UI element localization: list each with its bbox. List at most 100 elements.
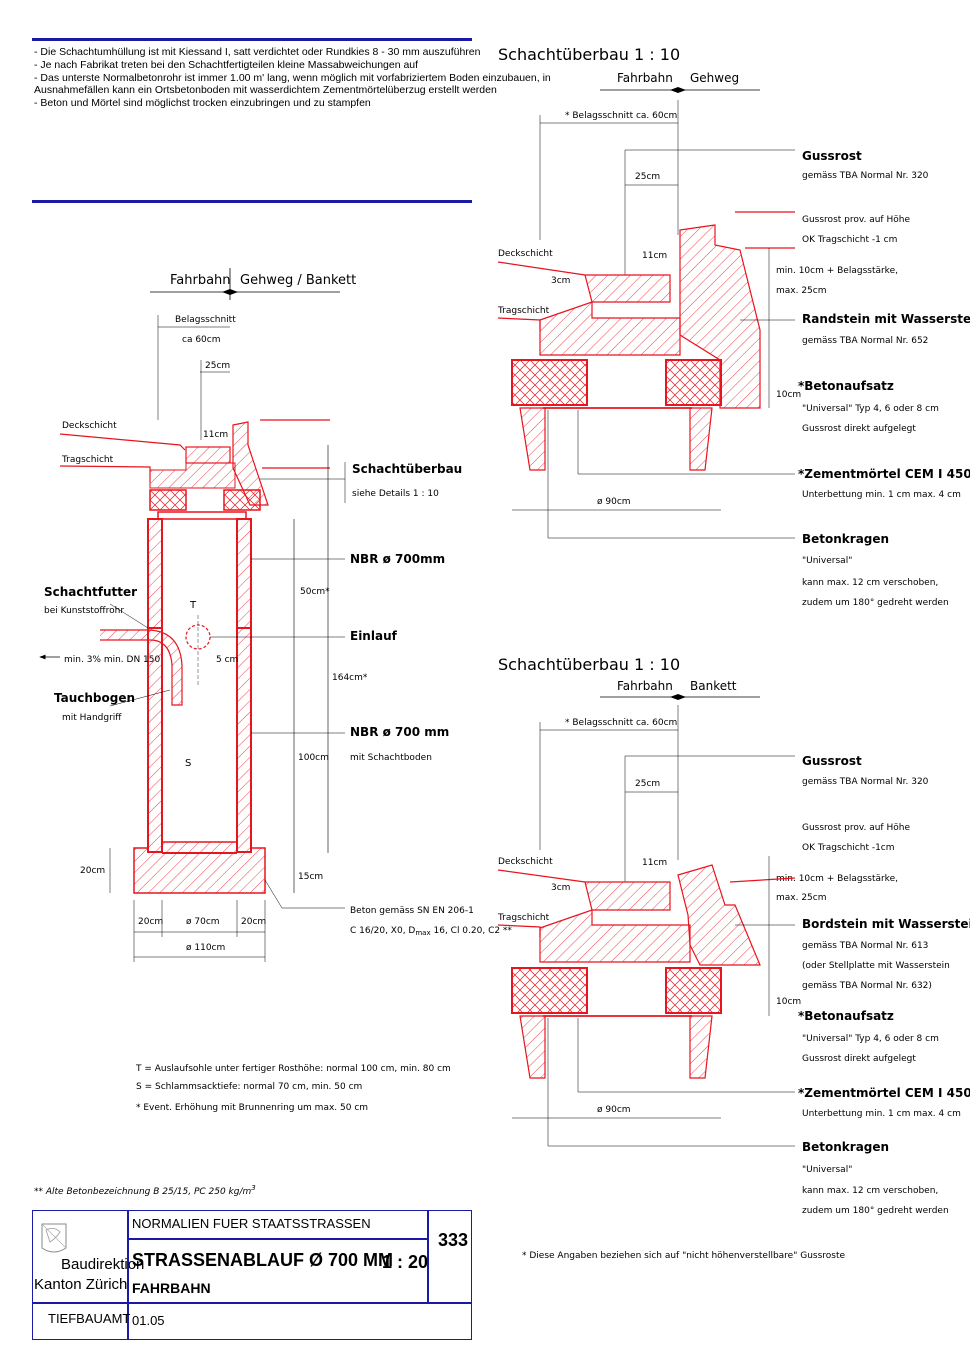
detail1-dim-3cm: 3cm <box>551 276 570 286</box>
detail1-betonkragen-sub2: kann max. 12 cm verschoben, <box>802 578 938 588</box>
detail2-bankett: Bankett <box>690 679 737 693</box>
top-rule-left <box>32 38 472 41</box>
detail1-betonkragen: Betonkragen <box>802 532 889 546</box>
tb-title: STRASSENABLAUF Ø 700 MM <box>132 1250 394 1270</box>
legend-t: T = Auslaufsohle unter fertiger Rosthöhe… <box>135 1064 451 1074</box>
tb-hline-2 <box>32 1302 472 1304</box>
detail2-belag: * Belagsschnitt ca. 60cm <box>565 718 677 728</box>
tb-series: NORMALIEN FUER STAATSSTRASSEN <box>132 1216 371 1231</box>
main-nbr-top: NBR ø 700mm <box>350 552 445 566</box>
detail1-tragschicht: Tragschicht <box>497 306 550 316</box>
detail1-gussrost-sub: gemäss TBA Normal Nr. 320 <box>802 171 929 181</box>
detail2-min10-2: max. 25cm <box>776 893 827 903</box>
detail2-dim-11cm: 11cm <box>642 858 667 868</box>
main-dim-100cm: 100cm <box>298 753 329 763</box>
main-deckschicht: Deckschicht <box>62 421 117 431</box>
detail1-belag: * Belagsschnitt ca. 60cm <box>565 111 677 121</box>
main-dim-20cm-a: 20cm <box>138 917 163 927</box>
detail2-bordstein-sub2: (oder Stellplatte mit Wasserstein <box>802 961 950 971</box>
tb-date: 01.05 <box>132 1313 165 1328</box>
tb-subtitle: FAHRBAHN <box>132 1280 211 1296</box>
main-dim-20cm-b: 20cm <box>241 917 266 927</box>
detail2-betonaufsatz-sub1: "Universal" Typ 4, 6 oder 8 cm <box>802 1034 939 1044</box>
detail1-dim-90cm: ø 90cm <box>597 497 631 507</box>
main-s-label: S <box>185 758 191 769</box>
main-tauchbogen: Tauchbogen <box>54 691 135 705</box>
main-schachtueberbau: Schachtüberbau <box>352 462 462 476</box>
tb-dept-1: Baudirektion <box>61 1256 145 1273</box>
main-dim-5cm: 5 cm <box>216 655 238 665</box>
canton-seal-icon <box>41 1223 67 1253</box>
detail1-randstein-sub: gemäss TBA Normal Nr. 652 <box>802 336 928 346</box>
detail2-betonkragen-sub2: kann max. 12 cm verschoben, <box>802 1186 938 1196</box>
tb-scale: 1 : 20 <box>382 1252 429 1272</box>
detail1-betonaufsatz-sub1: "Universal" Typ 4, 6 oder 8 cm <box>802 404 939 414</box>
detail1-zement: *Zementmörtel CEM I 450 <box>798 467 970 481</box>
detail2-min10-1: min. 10cm + Belagsstärke, <box>776 874 898 884</box>
old-concrete-note: ** Alte Betonbezeichnung B 25/15, PC 250… <box>34 1184 256 1197</box>
detail2-betonkragen-sub1: "Universal" <box>802 1165 852 1175</box>
detail2-gussrost: Gussrost <box>802 754 862 768</box>
footnote: * Diese Angaben beziehen sich auf "nicht… <box>522 1251 846 1261</box>
detail2-prov2: OK Tragschicht -1cm <box>802 843 895 853</box>
detail2-dim-3cm: 3cm <box>551 883 570 893</box>
main-dim-70cm: ø 70cm <box>186 917 220 927</box>
main-beton-line1: Beton gemäss SN EN 206-1 <box>350 906 474 916</box>
legend-s: S = Schlammsacktiefe: normal 70 cm, min.… <box>136 1082 362 1092</box>
detail1-dim-11cm: 11cm <box>642 251 667 261</box>
detail1-fahrbahn: Fahrbahn <box>617 71 673 85</box>
detail2-bordstein-sub1: gemäss TBA Normal Nr. 613 <box>802 941 928 951</box>
main-belagsschnitt: Belagsschnitt <box>175 315 236 325</box>
detail2-tragschicht: Tragschicht <box>497 913 550 923</box>
main-section: Fahrbahn Gehweg / Bankett Belagsschnitt … <box>34 268 512 1197</box>
detail1-gehweg: Gehweg <box>690 71 739 85</box>
note-4: Ausnahmefällen kann ein Ortsbetonboden m… <box>34 84 497 96</box>
detail2-bordstein: Bordstein mit Wasserstein <box>802 917 970 931</box>
detail-2: Schachtüberbau 1 : 10 Fahrbahn Bankett *… <box>497 655 970 1261</box>
legend-star: * Event. Erhöhung mit Brunnenring um max… <box>136 1103 368 1113</box>
detail2-dim-90cm: ø 90cm <box>597 1105 631 1115</box>
detail2-deckschicht: Deckschicht <box>498 857 553 867</box>
detail1-dim-10cm: 10cm <box>776 390 801 400</box>
detail1-dim-25cm: 25cm <box>635 172 660 182</box>
main-t-label: T <box>189 600 197 611</box>
detail2-gussrost-sub: gemäss TBA Normal Nr. 320 <box>802 777 929 787</box>
main-dim-20cm-left: 20cm <box>80 866 105 876</box>
main-schachtfutter-sub: bei Kunststoffrohr <box>44 606 124 616</box>
detail2-zement-sub: Unterbettung min. 1 cm max. 4 cm <box>802 1109 961 1119</box>
tb-number: 333 <box>438 1230 469 1250</box>
note-1: - Die Schachtumhüllung ist mit Kiessand … <box>34 46 481 58</box>
detail1-min10-1: min. 10cm + Belagsstärke, <box>776 266 898 276</box>
main-dim-50cm: 50cm* <box>300 587 330 597</box>
tb-hline-1 <box>127 1238 427 1240</box>
note-5: - Beton und Mörtel sind möglichst trocke… <box>34 97 371 109</box>
main-dim-110cm: ø 110cm <box>186 943 225 953</box>
detail2-betonaufsatz: *Betonaufsatz <box>798 1009 894 1023</box>
detail1-title: Schachtüberbau 1 : 10 <box>498 45 680 64</box>
tb-vline-1 <box>127 1210 129 1340</box>
tb-vline-2 <box>427 1210 429 1303</box>
detail2-zement: *Zementmörtel CEM I 450 <box>798 1086 970 1100</box>
main-beton-line2: C 16/20, X0, Dmax 16, Cl 0.20, C2 ** <box>350 926 512 937</box>
main-dim-164cm: 164cm* <box>332 673 368 683</box>
title-block <box>32 1210 472 1340</box>
detail2-dim-10cm: 10cm <box>776 997 801 1007</box>
detail1-betonaufsatz: *Betonaufsatz <box>798 379 894 393</box>
detail2-prov1: Gussrost prov. auf Höhe <box>802 823 910 833</box>
detail2-title: Schachtüberbau 1 : 10 <box>498 655 680 674</box>
main-belagsschnitt-value: ca 60cm <box>182 335 221 345</box>
main-dim-11cm: 11cm <box>203 430 228 440</box>
note-2: - Je nach Fabrikat treten bei den Schach… <box>34 59 419 71</box>
main-label-gehweg: Gehweg / Bankett <box>240 273 356 288</box>
bottom-rule-left <box>32 200 472 203</box>
detail1-prov1: Gussrost prov. auf Höhe <box>802 215 910 225</box>
detail1-prov2: OK Tragschicht -1 cm <box>802 235 897 245</box>
main-tauchbogen-sub: mit Handgriff <box>62 713 122 723</box>
main-schachtueberbau-sub: siehe Details 1 : 10 <box>352 489 439 499</box>
detail2-betonkragen: Betonkragen <box>802 1140 889 1154</box>
main-dim-25cm: 25cm <box>205 361 230 371</box>
main-nbr-bottom: NBR ø 700 mm <box>350 725 449 739</box>
detail1-betonkragen-sub3: zudem um 180° gedreht werden <box>802 598 949 608</box>
detail1-deckschicht: Deckschicht <box>498 249 553 259</box>
main-nbr-bottom-sub: mit Schachtboden <box>350 753 432 763</box>
